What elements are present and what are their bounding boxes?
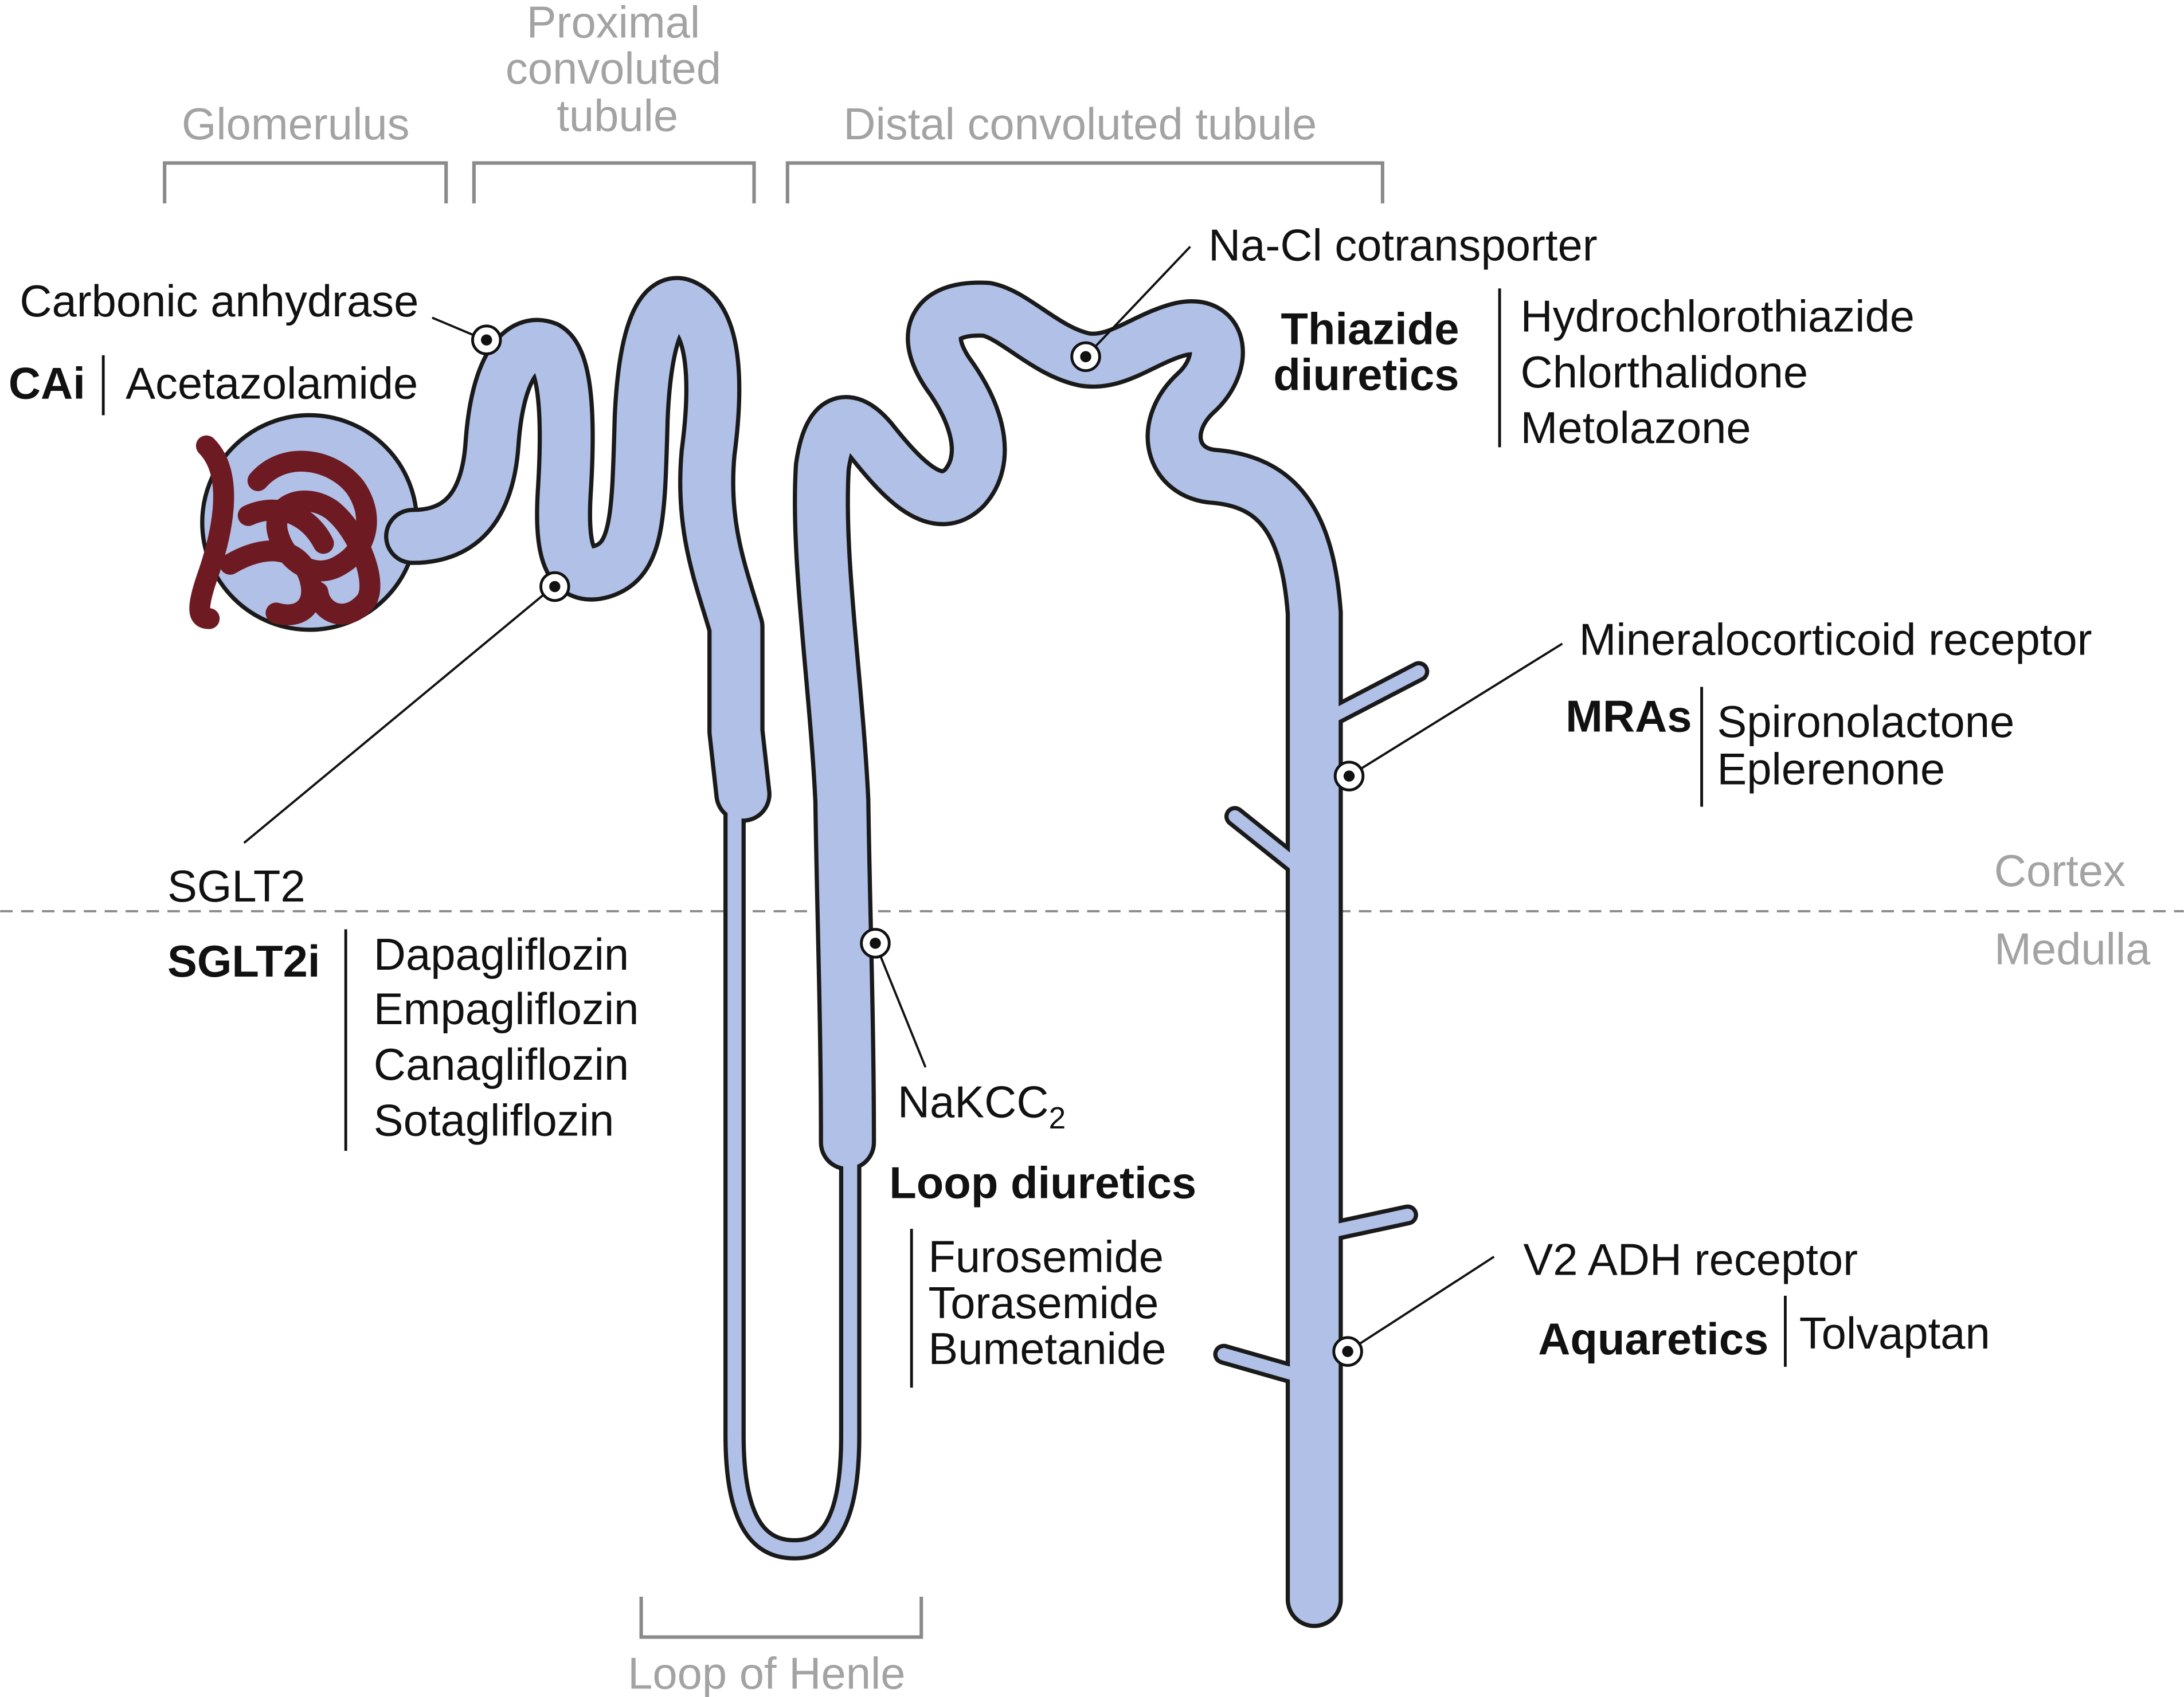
marker-mr bbox=[1333, 761, 1365, 791]
class-label-thiazide-line1: Thiazide bbox=[1281, 304, 1459, 354]
drug-metolazone: Metolazone bbox=[1521, 403, 1751, 453]
target-label-nakcc2: NaKCC2 bbox=[898, 1078, 1066, 1135]
target-label-sglt2: SGLT2 bbox=[167, 862, 306, 911]
leader-v2 bbox=[1347, 1256, 1495, 1353]
class-label-mras: MRAs bbox=[1565, 692, 1692, 741]
leader-nacl bbox=[1085, 245, 1191, 358]
target-label-nacl: Na-Cl cotransporter bbox=[1208, 221, 1598, 271]
drug-spironolactone: Spironolactone bbox=[1717, 697, 2014, 747]
region-label-proximal-line3: tubule bbox=[557, 92, 678, 141]
marker-nacl bbox=[1070, 341, 1101, 373]
drug-furosemide: Furosemide bbox=[928, 1233, 1164, 1282]
nephron-tubule bbox=[384, 276, 1430, 1628]
drug-dapagliflozin: Dapagliflozin bbox=[374, 930, 629, 979]
region-label-proximal-line1: Proximal bbox=[527, 0, 700, 48]
bracket-distal bbox=[785, 161, 1384, 203]
drug-bumetanide: Bumetanide bbox=[928, 1324, 1166, 1374]
drug-torasemide: Torasemide bbox=[928, 1279, 1158, 1328]
bracket-proximal bbox=[472, 161, 756, 203]
drug-acetazolamide: Acetazolamide bbox=[126, 359, 418, 408]
drug-canagliflozin: Canagliflozin bbox=[374, 1040, 629, 1089]
class-label-aquaretics: Aquaretics bbox=[1538, 1315, 1768, 1364]
drug-sotagliflozin: Sotagliflozin bbox=[374, 1096, 614, 1145]
marker-nakcc2 bbox=[860, 928, 891, 959]
region-label-distal: Distal convoluted tubule bbox=[843, 100, 1317, 149]
bracket-loop-of-henle bbox=[639, 1596, 923, 1639]
region-label-cortex: Cortex bbox=[1994, 846, 2126, 896]
marker-carbonic-anhydrase bbox=[471, 324, 502, 355]
region-label-medulla: Medulla bbox=[1994, 924, 2151, 974]
target-label-v2: V2 ADH receptor bbox=[1523, 1235, 1858, 1284]
drug-eplerenone: Eplerenone bbox=[1717, 745, 1945, 794]
marker-sglt2 bbox=[539, 571, 570, 602]
marker-v2 bbox=[1332, 1336, 1363, 1367]
class-label-cai: CAi bbox=[9, 359, 85, 408]
class-label-loop-diuretics: Loop diuretics bbox=[889, 1159, 1196, 1208]
target-label-carbonic-anhydrase: Carbonic anhydrase bbox=[19, 277, 418, 326]
region-label-proximal-line2: convoluted bbox=[506, 44, 721, 93]
class-label-sglt2i: SGLT2i bbox=[167, 937, 320, 986]
leader-sglt2 bbox=[243, 585, 554, 844]
glomerulus-capillary-tuft bbox=[189, 435, 381, 629]
leader-mr bbox=[1348, 642, 1563, 777]
drug-hydrochlorothiazide: Hydrochlorothiazide bbox=[1521, 292, 1915, 342]
class-label-thiazide-line2: diuretics bbox=[1273, 351, 1459, 400]
drug-chlorthalidone: Chlorthalidone bbox=[1521, 348, 1809, 397]
drug-empagliflozin: Empagliflozin bbox=[374, 985, 639, 1034]
leader-nakcc2 bbox=[874, 943, 927, 1068]
region-label-loop-of-henle: Loop of Henle bbox=[628, 1649, 905, 1697]
drug-tolvaptan: Tolvaptan bbox=[1799, 1309, 1990, 1358]
target-label-mr: Mineralocorticoid receptor bbox=[1579, 616, 2092, 665]
bracket-glomerulus bbox=[163, 161, 448, 203]
region-label-glomerulus: Glomerulus bbox=[182, 100, 410, 149]
